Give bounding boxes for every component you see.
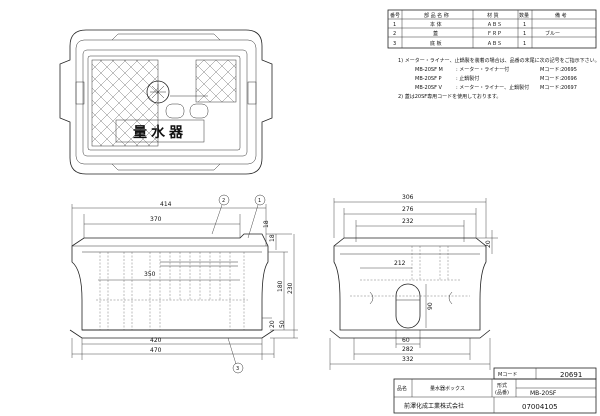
dim-414: 414 bbox=[160, 201, 172, 208]
balloon-1-label: 1 bbox=[258, 198, 261, 204]
model-label-1: 形式 bbox=[497, 382, 507, 389]
honeycomb-pattern-right bbox=[196, 60, 236, 102]
option-desc: : メーター・ライナー、止鍋製付 bbox=[456, 84, 529, 91]
dim-90: 90 bbox=[427, 302, 434, 310]
parts-header-material: 材 質 bbox=[487, 12, 499, 19]
front-view: 414 370 350 bbox=[69, 194, 298, 374]
parts-header-name: 部 品 名 称 bbox=[424, 12, 449, 19]
dim-212: 212 bbox=[394, 260, 406, 267]
dim-230: 230 bbox=[287, 282, 294, 294]
dim-276: 276 bbox=[402, 206, 414, 213]
dim-282: 282 bbox=[402, 346, 414, 353]
dim-306: 306 bbox=[402, 194, 414, 201]
option-code: MB-20SF M bbox=[415, 67, 443, 73]
mcode-value: 20691 bbox=[560, 371, 582, 379]
balloon-2-label: 2 bbox=[222, 198, 225, 204]
model-label-2: (品番) bbox=[495, 389, 509, 396]
dim-232: 232 bbox=[402, 218, 414, 225]
option-mcode: Mコード:20697 bbox=[540, 85, 577, 91]
parts-table: 番号 部 品 名 称 材 質 数量 備 考 1 本 体 ＡＢＳ 1 2 蓋 ＦＲ… bbox=[387, 9, 597, 49]
option-code: MB-20SF V bbox=[415, 85, 443, 91]
dim-350: 350 bbox=[144, 271, 156, 278]
parts-row-no: 3 bbox=[393, 41, 396, 47]
parts-row-name: 本 体 bbox=[430, 21, 442, 28]
option-mcode: Mコード:20695 bbox=[540, 67, 577, 73]
parts-row-material: ＡＢＳ bbox=[487, 22, 502, 28]
option-desc: : メーター・ライナー付 bbox=[456, 66, 509, 73]
parts-row-qty: 1 bbox=[523, 31, 526, 37]
emblem-icon bbox=[146, 80, 170, 104]
dim-420: 420 bbox=[150, 337, 162, 344]
parts-header-note: 備 考 bbox=[555, 12, 567, 19]
note-1-title: 1) メーター・ライナー、止鍋製を装着の場合は、品番の末尾に次の記号をご指示下さ… bbox=[398, 57, 600, 64]
parts-row-note: ブルー bbox=[545, 30, 560, 37]
side-view: 306 276 232 212 90 bbox=[329, 194, 498, 370]
parts-row-qty: 1 bbox=[523, 41, 526, 47]
parts-row-material: ＦＲＰ bbox=[487, 31, 502, 37]
title-block: Mコード 20691 品名 量水器ボックス 形式 (品番) MB-20SF 前澤… bbox=[393, 367, 597, 414]
dim-470: 470 bbox=[150, 347, 162, 354]
dim-60: 60 bbox=[402, 337, 410, 344]
note-2: 2) 蓋は20SF専用コードを使用しております。 bbox=[398, 93, 501, 100]
option-mcode: Mコード:20696 bbox=[540, 76, 577, 82]
lid-top-view: 量水器 bbox=[59, 29, 273, 175]
balloon-1 bbox=[254, 194, 266, 206]
parts-header-no: 番号 bbox=[390, 12, 400, 19]
dim-18-text: 18 bbox=[269, 234, 276, 242]
dim-180: 180 bbox=[277, 280, 284, 292]
company-name: 前澤化成工業株式会社 bbox=[404, 402, 464, 410]
parts-row-no: 1 bbox=[393, 22, 396, 28]
balloon-3 bbox=[232, 362, 244, 374]
parts-row-name: 底 板 bbox=[430, 40, 442, 47]
dim-18: 18 bbox=[263, 220, 270, 228]
model-value: MB-20SF bbox=[530, 390, 557, 397]
honeycomb-pattern bbox=[91, 59, 159, 147]
dim-50: 50 bbox=[279, 320, 286, 328]
balloon-3-label: 3 bbox=[236, 366, 239, 372]
dim-370: 370 bbox=[150, 216, 162, 223]
notes-block: 1) メーター・ライナー、止鍋製を装着の場合は、品番の末尾に次の記号をご指示下さ… bbox=[398, 57, 600, 100]
balloon-2 bbox=[218, 194, 230, 206]
doc-number: 07004105 bbox=[522, 403, 558, 411]
dim-20-side: 20 bbox=[485, 240, 492, 248]
item-label: 品名 bbox=[397, 385, 407, 392]
parts-row-qty: 1 bbox=[523, 22, 526, 28]
parts-header-qty: 数量 bbox=[519, 12, 529, 19]
dim-20: 20 bbox=[269, 320, 276, 328]
lid-label: 量水器 bbox=[133, 124, 187, 141]
option-desc: : 止鍋製付 bbox=[456, 75, 479, 82]
mcode-label: Mコード bbox=[498, 372, 517, 378]
parts-row-no: 2 bbox=[393, 31, 396, 37]
option-code: MB-20SF P bbox=[415, 76, 442, 82]
item-value: 量水器ボックス bbox=[430, 385, 465, 392]
parts-row-name: 蓋 bbox=[433, 30, 438, 37]
parts-row-material: ＡＢＳ bbox=[487, 41, 502, 47]
dim-332: 332 bbox=[402, 356, 414, 363]
side-opening bbox=[395, 283, 421, 329]
